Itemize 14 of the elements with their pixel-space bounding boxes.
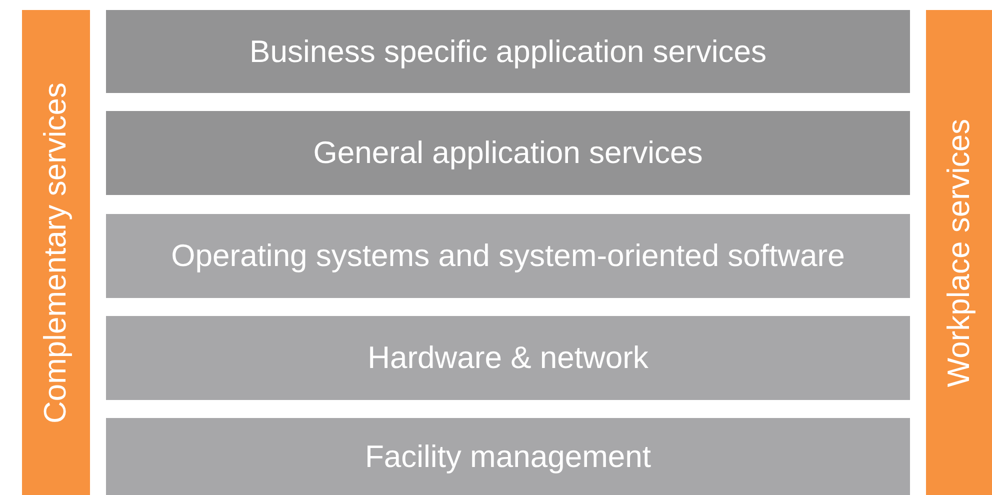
layer-bar — [106, 214, 910, 298]
side-band — [926, 10, 992, 495]
band-label: Complementary services — [38, 82, 74, 424]
layer-label: General application services — [313, 135, 703, 171]
layer-label: Business specific application services — [250, 34, 766, 70]
layer-bar — [106, 316, 910, 400]
band-label: Workplace services — [941, 118, 977, 387]
layer-bar — [106, 418, 910, 495]
side-band — [22, 10, 90, 495]
layer-bar — [106, 10, 910, 93]
layer-label: Operating systems and system-oriented software — [171, 238, 845, 274]
layer-label: Facility management — [364, 438, 651, 474]
layer-label: Hardware & network — [368, 340, 648, 376]
layer-bar — [106, 111, 910, 195]
